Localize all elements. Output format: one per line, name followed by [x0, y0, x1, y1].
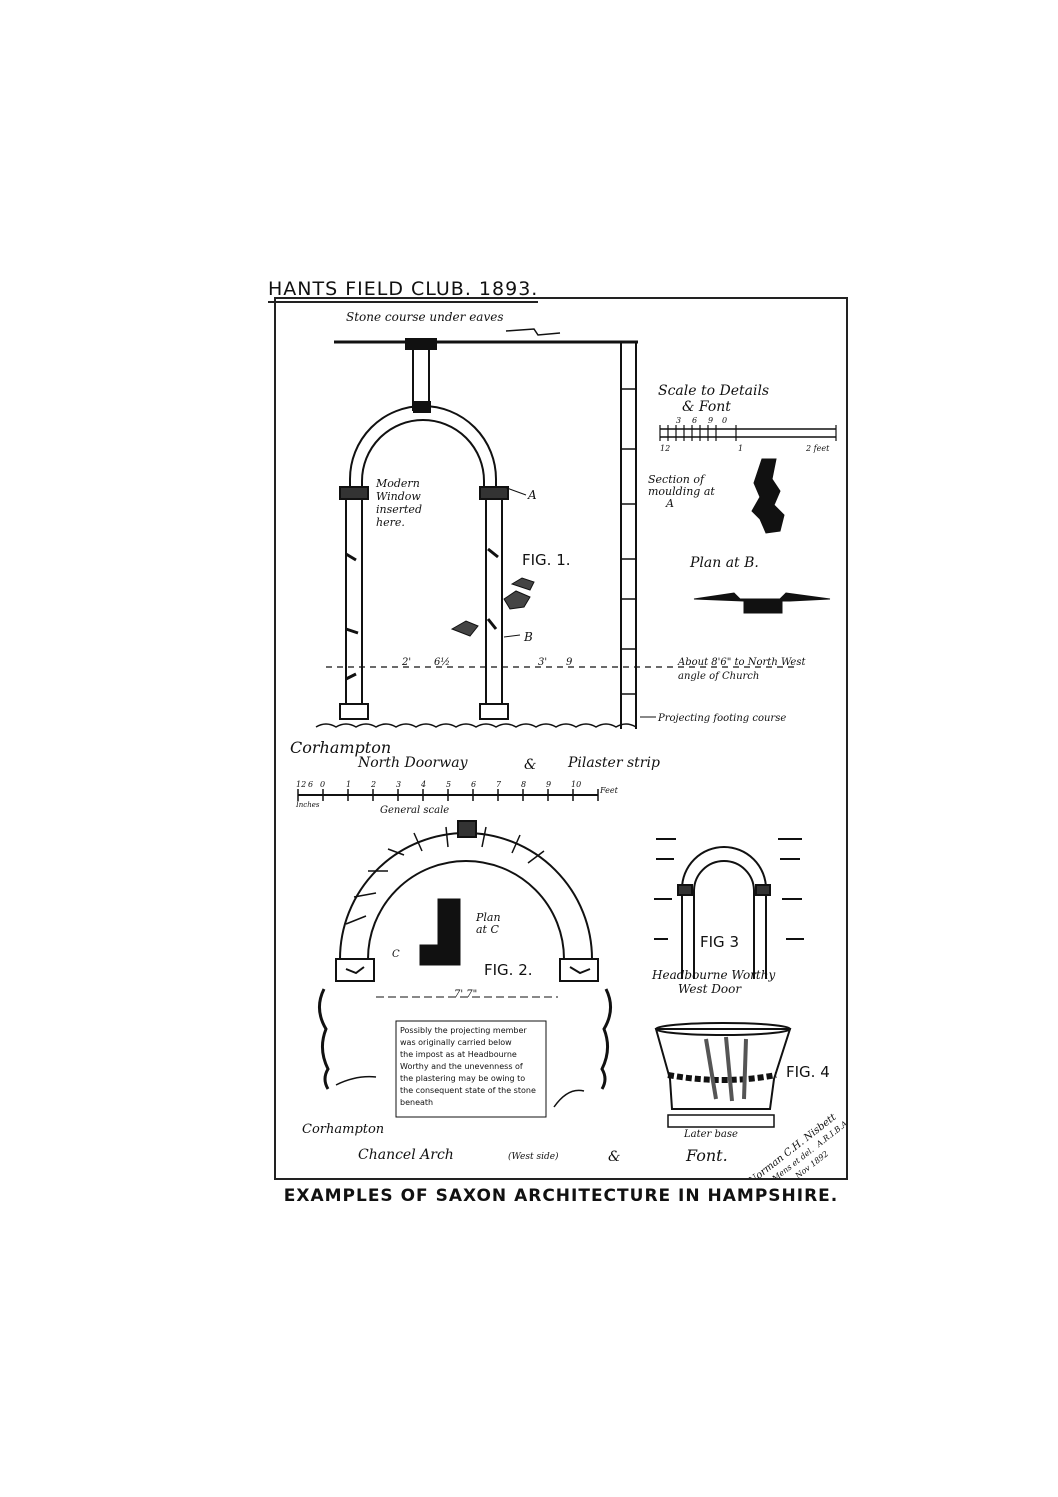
section-label-line-3: A [665, 497, 674, 510]
fig2-note-line-7: beneath [400, 1098, 433, 1107]
general-scale-label: General scale [380, 805, 449, 816]
fig1-labels: Stone course under eaves Modern Window i… [290, 310, 806, 773]
fig2-note-line-5: the plastering may be owing to [400, 1074, 525, 1083]
scale-num-1: 1 [346, 780, 351, 789]
detail-scale-3: 3 [676, 416, 681, 425]
plate-caption: EXAMPLES OF SAXON ARCHITECTURE IN HAMPSH… [283, 1186, 839, 1206]
detail-scale-6: 6 [692, 416, 697, 425]
nw-note-line-1: About 8'6" to North West [677, 657, 806, 668]
detail-scale-9: 9 [708, 416, 713, 425]
label-b: B [523, 630, 533, 644]
modern-window-line-3: inserted [376, 503, 422, 516]
scale-num-4: 4 [420, 780, 426, 789]
detail-scale-1: 1 [738, 444, 743, 453]
scale-num-6b: 6 [471, 780, 476, 789]
fig2-chancel-arch [318, 820, 612, 1118]
fig2-span: 7' 7" [454, 989, 477, 1000]
scale-inches-label: Inches [295, 801, 320, 809]
fig2-place: Corhampton [302, 1122, 384, 1137]
general-scale [297, 789, 599, 801]
scale-num-0: 0 [320, 780, 325, 789]
fig3-title: West Door [678, 982, 742, 996]
modern-window-line-1: Modern [375, 477, 420, 490]
fig2-label: FIG. 2. [484, 961, 533, 979]
dim-1: 2' [401, 657, 411, 668]
section-label-line-1: Section of [648, 473, 706, 486]
dim-2: 6½ [434, 657, 450, 668]
fig3-label: FIG 3 [700, 933, 739, 951]
scale-num-2: 2 [370, 780, 376, 789]
fig2-labels: Plan at C C FIG. 2. 7' 7" Possibly the p… [302, 911, 620, 1165]
fig2-note-line-2: was originally carried below [400, 1038, 512, 1047]
label-a: A [527, 488, 537, 502]
fig3-labels: FIG 3 Headbourne Worthy West Door [651, 933, 775, 996]
fig1-title: North Doorway [357, 755, 469, 771]
modern-window-line-4: here. [376, 516, 405, 529]
fig2-title: Chancel Arch [358, 1147, 454, 1163]
scale-num-7: 7 [496, 780, 502, 789]
label-c: C [392, 949, 400, 960]
detail-scale-0: 0 [722, 416, 727, 425]
scale-num-10: 10 [571, 780, 581, 789]
dim-3: 3' [538, 657, 547, 668]
fig2-note-line-1: Possibly the projecting member [400, 1026, 527, 1035]
plan-c-line-1: Plan [475, 911, 501, 924]
fig2-note-line-4: Worthy and the unevenness of [400, 1062, 523, 1071]
plan-b-label: Plan at B. [689, 555, 759, 571]
fig2-note-line-6: the consequent state of the stone [400, 1086, 536, 1095]
scale-num-3: 3 [396, 780, 401, 789]
footing-label: Projecting footing course [657, 713, 786, 724]
scale-num-9: 9 [546, 780, 551, 789]
fig3-place: Headbourne Worthy [651, 968, 775, 982]
plan-c-line-2: at C [476, 923, 499, 936]
later-base-label: Later base [683, 1129, 738, 1140]
details-labels: Scale to Details & Font 12 3 6 9 0 1 2 f… [648, 383, 830, 571]
font-title: Font. [685, 1146, 728, 1165]
details-scale-and-sections [659, 425, 837, 614]
fig1-amp: & [524, 757, 536, 773]
fig2-amp: & [608, 1149, 620, 1165]
fig1-label: FIG. 1. [522, 551, 571, 569]
fig2-note-line-3: the impost as at Headbourne [400, 1050, 517, 1059]
general-scale-labels: 12 6 0 1 2 3 4 5 6 7 8 9 10 Feet Inches … [295, 780, 619, 816]
nw-note-line-2: angle of Church [678, 671, 759, 682]
fig2-west-side: (West side) [508, 1151, 559, 1162]
scale-num-8: 8 [521, 780, 526, 789]
fig1-place: Corhampton [290, 738, 391, 757]
drawing-plate: Stone course under eaves Modern Window i… [274, 297, 851, 1188]
fig4-font [654, 1022, 792, 1128]
scale-feet-label: Feet [599, 786, 619, 795]
fig3-west-door [654, 838, 804, 979]
signature: Norman C.H. Nisbett Mens et del. A.R.I.B… [746, 1111, 851, 1187]
modern-window-line-2: Window [376, 490, 421, 503]
plate-header: HANTS FIELD CLUB. 1893. [268, 278, 539, 303]
fig4-label: FIG. 4 [786, 1063, 830, 1081]
fig1-north-doorway [315, 328, 796, 729]
pilaster-label: Pilaster strip [567, 755, 660, 771]
detail-scale-12: 12 [660, 444, 670, 453]
dim-4: 9 [566, 657, 573, 668]
scale-title-line-1: Scale to Details [658, 383, 769, 399]
stone-course-label: Stone course under eaves [346, 310, 503, 324]
section-label-line-2: moulding at [648, 485, 715, 498]
scale-num-6: 6 [308, 780, 313, 789]
drawing-canvas: Stone course under eaves Modern Window i… [290, 310, 851, 1188]
scale-num-5: 5 [446, 780, 451, 789]
scale-title-line-2: & Font [682, 399, 731, 415]
scale-num-12: 12 [296, 780, 306, 789]
detail-scale-2ft: 2 feet [805, 444, 830, 453]
fig4-labels: FIG. 4 Later base Font. [683, 1063, 830, 1165]
